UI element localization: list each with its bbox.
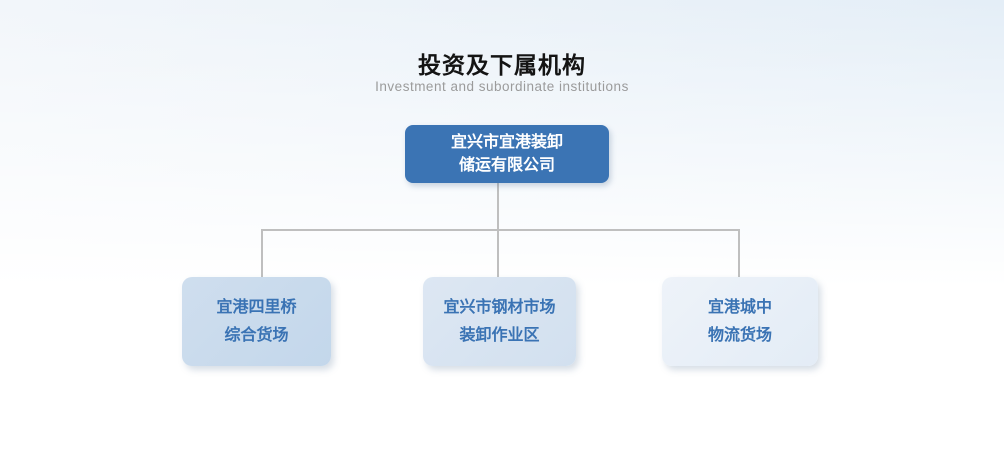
org-node-root-line2: 储运有限公司: [458, 157, 555, 174]
page-title: 投资及下属机构: [418, 52, 586, 78]
connector-drop-right: [738, 229, 740, 277]
org-node-root: 宜兴市宜港装卸 储运有限公司: [405, 125, 609, 183]
org-node-child-2: 宜兴市钢材市场 装卸作业区: [423, 277, 576, 366]
org-node-child-3-line2: 物流货场: [707, 326, 772, 344]
org-node-child-2-line1: 宜兴市钢材市场: [443, 298, 556, 316]
connector-root-vertical: [497, 183, 499, 231]
org-node-child-2-line2: 装卸作业区: [459, 326, 540, 344]
org-node-child-3-line1: 宜港城中: [707, 298, 772, 316]
org-node-child-3: 宜港城中 物流货场: [662, 277, 818, 366]
connector-drop-left: [261, 229, 263, 277]
connector-horizontal: [261, 229, 740, 231]
org-node-child-1-line2: 综合货场: [224, 326, 289, 344]
page-subtitle: Investment and subordinate institutions: [375, 79, 629, 94]
connector-drop-center: [497, 229, 499, 277]
org-node-child-1: 宜港四里桥 综合货场: [182, 277, 331, 366]
org-node-child-1-line1: 宜港四里桥: [216, 298, 297, 316]
org-node-root-line1: 宜兴市宜港装卸: [450, 134, 563, 151]
